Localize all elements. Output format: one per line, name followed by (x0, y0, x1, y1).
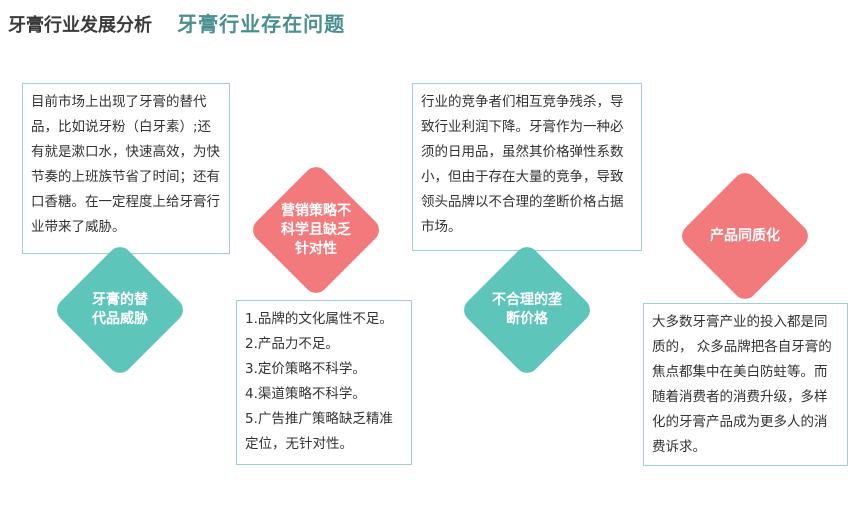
list-item: 4.渠道策略不科学。 (245, 386, 366, 402)
list-item: 3.定价策略不科学。 (245, 361, 366, 377)
label-line: 产品同质化 (710, 227, 780, 244)
card-text: 目前市场上出现了牙膏的替代品，比如说牙粉（白牙素）;还有就是漱口水，快速高效，为… (31, 94, 220, 235)
text-card-monopoly: 行业的竞争者们相互竞争残杀，导致行业利润下降。牙膏作为一种必须的日用品，虽然其价… (412, 83, 642, 251)
diamond-label-monopoly: 不合理的垄 断价格 (474, 262, 580, 358)
label-line: 断价格 (506, 311, 548, 327)
card-text: 大多数牙膏产业的投入都是同质的， 众多品牌把各自牙膏的焦点都集中在美白防蛀等。而… (652, 314, 832, 455)
section-title: 牙膏行业发展分析 (8, 15, 152, 36)
label-line: 牙膏的替 (92, 292, 148, 308)
list-item: 5.广告推广策略缺乏精准定位，无针对性。 (245, 411, 393, 452)
list-item: 2.产品力不足。 (245, 336, 339, 352)
list-item: 1.品牌的文化属性不足。 (245, 311, 393, 327)
label-line: 代品威胁 (92, 311, 148, 327)
label-line: 不合理的垄 (492, 292, 562, 308)
label-line: 针对性 (295, 240, 337, 257)
diamond-label-marketing: 营销策略不 科学且缺乏 针对性 (262, 182, 370, 278)
diamond-label-substitutes: 牙膏的替 代品威胁 (72, 262, 168, 358)
label-line: 营销策略不 (281, 202, 351, 219)
text-card-substitutes: 目前市场上出现了牙膏的替代品，比如说牙粉（白牙素）;还有就是漱口水，快速高效，为… (22, 83, 230, 254)
text-card-homogeneity: 大多数牙膏产业的投入都是同质的， 众多品牌把各自牙膏的焦点都集中在美白防蛀等。而… (643, 303, 848, 466)
page-title: 牙膏行业存在问题 (177, 12, 346, 36)
text-card-marketing: 1.品牌的文化属性不足。 2.产品力不足。 3.定价策略不科学。 4.渠道策略不… (236, 300, 412, 465)
header: 牙膏行业发展分析 牙膏行业存在问题 (8, 8, 345, 38)
label-line: 科学且缺乏 (281, 221, 351, 238)
diamond-label-homogeneity: 产品同质化 (690, 188, 800, 284)
card-text: 行业的竞争者们相互竞争残杀，导致行业利润下降。牙膏作为一种必须的日用品，虽然其价… (421, 94, 624, 235)
